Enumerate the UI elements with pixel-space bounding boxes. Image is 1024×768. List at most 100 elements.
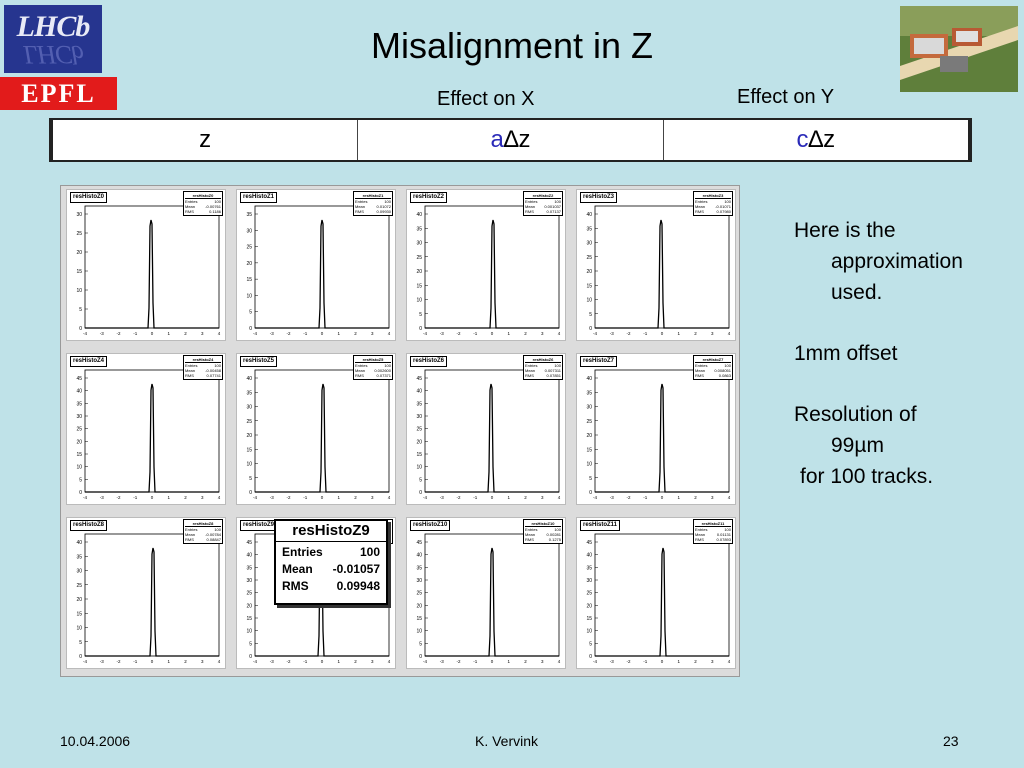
stats-label: Entries bbox=[695, 363, 708, 368]
coef-c: c bbox=[796, 126, 809, 153]
y-tick-label: 10 bbox=[586, 629, 592, 635]
x-tick-label: -3 bbox=[440, 331, 444, 336]
x-tick-label: -4 bbox=[593, 495, 597, 500]
x-tick-label: -1 bbox=[643, 495, 647, 500]
x-tick-label: 0 bbox=[151, 331, 154, 336]
x-tick-label: -3 bbox=[100, 495, 104, 500]
stats-label: Mean bbox=[355, 204, 366, 209]
y-tick-label: 15 bbox=[76, 452, 82, 458]
x-tick-label: 4 bbox=[218, 331, 221, 336]
x-tick-label: 4 bbox=[558, 659, 561, 664]
y-tick-label: 5 bbox=[79, 477, 82, 483]
histogram-peak bbox=[85, 383, 219, 493]
y-tick-label: 5 bbox=[79, 307, 82, 313]
x-tick-label: 3 bbox=[201, 331, 204, 336]
x-tick-label: -1 bbox=[133, 495, 137, 500]
x-tick-label: 4 bbox=[728, 331, 731, 336]
x-tick-label: 2 bbox=[184, 331, 187, 336]
stats-value: 100 bbox=[724, 363, 731, 368]
stats-label: Mean bbox=[695, 532, 706, 537]
stats-label: Entries bbox=[185, 199, 198, 204]
note-3c: for 100 tracks. bbox=[800, 465, 934, 488]
stats-value: 0.008051 bbox=[714, 368, 731, 373]
histogram-name: resHistoZ4 bbox=[70, 356, 108, 367]
stats-value: 0.07137 bbox=[546, 209, 561, 214]
stats-value: 100 bbox=[724, 527, 731, 532]
detector-photo bbox=[900, 6, 1018, 92]
x-tick-label: -4 bbox=[253, 495, 257, 500]
y-tick-label: 35 bbox=[246, 565, 252, 571]
note-3b: 99µm bbox=[794, 430, 1019, 461]
histogram-name: resHistoZ6 bbox=[410, 356, 448, 367]
x-tick-label: 0 bbox=[321, 495, 324, 500]
x-tick-label: 1 bbox=[337, 331, 340, 336]
histogram-name: resHistoZ2 bbox=[410, 192, 448, 203]
histogram-name: resHistoZ10 bbox=[410, 520, 451, 531]
stats-value: -0.00761 bbox=[205, 204, 221, 209]
lhcb-logo-text: LHCb bbox=[16, 10, 91, 43]
y-tick-label: 15 bbox=[416, 616, 422, 622]
stats-box-name: resHistoZ11 bbox=[695, 521, 731, 527]
y-tick-label: 20 bbox=[586, 603, 592, 609]
stats-row-entries: Entries 100 bbox=[695, 363, 731, 368]
stats-label: Mean bbox=[525, 204, 536, 209]
x-tick-label: 2 bbox=[694, 495, 697, 500]
x-tick-label: 0 bbox=[491, 495, 494, 500]
y-tick-label: 40 bbox=[76, 540, 82, 546]
stats-value: 0.07980 bbox=[716, 209, 731, 214]
plot-frame bbox=[594, 533, 730, 657]
lhcb-logo: LHCb LHCb bbox=[4, 5, 102, 73]
x-tick-label: -4 bbox=[593, 331, 597, 336]
x-tick-label: 2 bbox=[694, 331, 697, 336]
y-tick-label: 5 bbox=[249, 476, 252, 482]
footer-author: K. Vervink bbox=[475, 733, 539, 749]
x-tick-label: 0 bbox=[321, 331, 324, 336]
y-tick-label: 0 bbox=[419, 490, 422, 496]
epfl-logo: EPFL bbox=[0, 77, 117, 110]
x-tick-label: -2 bbox=[116, 495, 120, 500]
y-tick-label: 30 bbox=[76, 414, 82, 420]
stats-value: 0.001037 bbox=[544, 204, 561, 209]
x-tick-label: -1 bbox=[473, 659, 477, 664]
stats-label: RMS bbox=[185, 373, 194, 378]
y-tick-label: 5 bbox=[419, 641, 422, 647]
x-tick-label: 2 bbox=[184, 495, 187, 500]
stats-row-mean: Mean 0.001037 bbox=[525, 204, 561, 209]
stats-label: Entries bbox=[185, 527, 198, 532]
stats-value: 0.01131 bbox=[716, 532, 731, 537]
x-tick-label: 1 bbox=[677, 331, 680, 336]
stats-value: 100 bbox=[554, 527, 561, 532]
x-tick-label: 2 bbox=[524, 659, 527, 664]
x-tick-label: 4 bbox=[388, 331, 391, 336]
y-tick-label: 35 bbox=[246, 390, 252, 396]
note-3b-unit: m bbox=[866, 434, 884, 457]
y-tick-label: 25 bbox=[416, 591, 422, 597]
alignment-table: z a ∆z c∆z bbox=[49, 118, 972, 162]
plot-frame bbox=[594, 369, 730, 493]
x-tick-label: 2 bbox=[524, 495, 527, 500]
x-tick-label: 0 bbox=[321, 659, 324, 664]
histogram-peak bbox=[85, 547, 219, 657]
y-tick-label: 20 bbox=[586, 269, 592, 275]
y-tick-label: 15 bbox=[246, 447, 252, 453]
stats-value: 0.07741 bbox=[206, 373, 221, 378]
x-tick-label: 3 bbox=[201, 659, 204, 664]
y-tick-label: 40 bbox=[416, 389, 422, 395]
x-tick-label: -3 bbox=[610, 495, 614, 500]
x-tick-label: -3 bbox=[610, 659, 614, 664]
x-tick-label: 2 bbox=[694, 659, 697, 664]
stats-value: 0.1186 bbox=[209, 209, 221, 214]
stats-row-rms: RMS 0.07741 bbox=[185, 373, 221, 378]
y-tick-label: 10 bbox=[76, 288, 82, 294]
x-tick-label: -1 bbox=[473, 331, 477, 336]
x-tick-label: -4 bbox=[83, 659, 87, 664]
y-tick-label: 10 bbox=[416, 465, 422, 471]
